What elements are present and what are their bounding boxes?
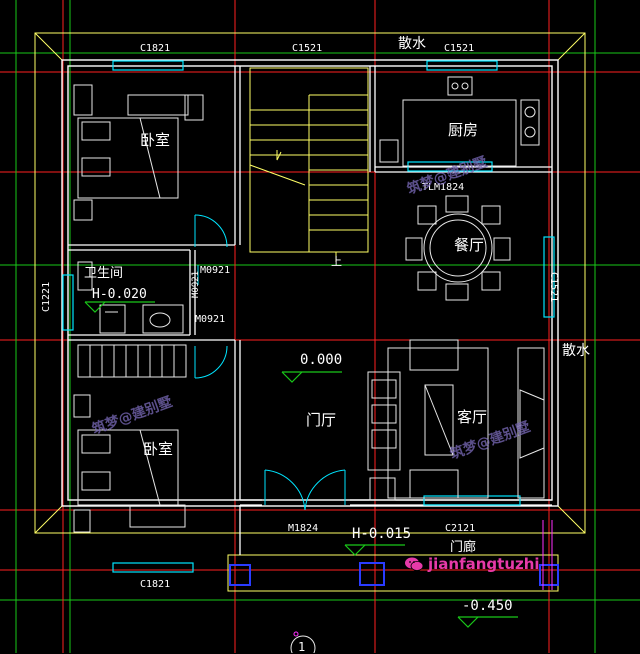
- elevation-porch: H-0.015: [352, 526, 412, 542]
- porch-columns: [229, 562, 559, 586]
- tag-c1821-bottom: C1821: [140, 579, 171, 590]
- dining-table: [405, 195, 511, 301]
- brand-badge: jianfangtuzhi: [404, 555, 540, 573]
- room-label-bathroom: 卫生间: [84, 266, 124, 281]
- tag-c1221-left: C1221: [41, 281, 52, 312]
- label-stair-up: 上: [331, 255, 342, 268]
- tag-c1521-right: C1521: [548, 272, 559, 303]
- tag-m0921-b: M0921: [191, 270, 201, 298]
- elevation-floor: 0.000: [300, 352, 343, 368]
- label-sanshui-top: 散水: [398, 36, 426, 52]
- tag-tlm1824: TLM1824: [422, 182, 465, 193]
- axis-label-1: 1: [298, 640, 306, 654]
- tag-c2121: C2121: [445, 523, 476, 534]
- label-sanshui-right: 散水: [562, 343, 590, 359]
- brand-text: jianfangtuzhi: [428, 555, 540, 573]
- elevation-bath: H-0.020: [92, 287, 147, 302]
- exterior-walls: [61, 59, 559, 507]
- doors: [194, 214, 346, 511]
- room-label-bedroom-bottom: 卧室: [143, 440, 174, 458]
- room-label-porch: 门廊: [450, 540, 477, 555]
- tag-c1821-top: C1821: [140, 43, 171, 54]
- room-label-living: 客厅: [457, 408, 488, 426]
- tag-c1521-top-mid: C1521: [292, 43, 323, 54]
- bathroom-fixtures: [77, 261, 184, 334]
- tag-m0921-a: M0921: [200, 265, 231, 276]
- staircase: [249, 67, 369, 262]
- tag-m0921-c: M0921: [195, 314, 226, 325]
- bedroom-top-furniture: [73, 84, 204, 221]
- bedroom-bottom-furniture: [73, 344, 187, 533]
- kitchen-fixtures: [379, 76, 540, 167]
- living-furniture: [367, 339, 545, 501]
- tag-m1824: M1824: [288, 523, 319, 534]
- room-label-bedroom-top: 卧室: [140, 131, 171, 149]
- elevation-ground: -0.450: [462, 598, 513, 614]
- room-label-dining: 餐厅: [454, 236, 485, 254]
- axis-bubble: [290, 631, 316, 653]
- elevation-markers: [84, 301, 518, 628]
- room-label-kitchen: 厨房: [448, 121, 479, 139]
- tag-c1521-top-right: C1521: [444, 43, 475, 54]
- outer-outline: [34, 32, 586, 592]
- room-label-foyer: 门厅: [306, 411, 337, 429]
- wechat-icon: [405, 557, 424, 571]
- magenta-lines: [542, 520, 553, 590]
- windows: [62, 60, 555, 573]
